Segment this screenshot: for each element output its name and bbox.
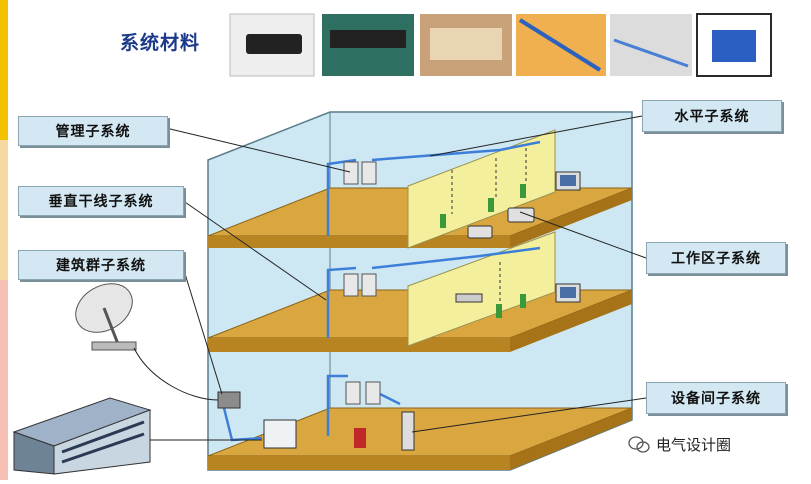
leader-line-vertical xyxy=(181,199,327,301)
phone-icon xyxy=(507,207,535,223)
leader-line-campus xyxy=(181,263,223,395)
thumb-wiring-block-body xyxy=(430,28,502,60)
watermark: 电气设计圈 xyxy=(628,434,731,455)
distribution-frame-icon xyxy=(365,381,381,405)
outlet-icon xyxy=(520,294,526,308)
label-horizontal-subsystem: 水平子系统 xyxy=(642,100,782,132)
server-cabinet-icon xyxy=(263,419,297,449)
floor-3-edge xyxy=(208,236,510,248)
floor-1-side xyxy=(510,408,632,470)
accent-bar-red xyxy=(0,280,8,480)
material-thumbnails xyxy=(229,13,772,77)
satellite-dish-icon xyxy=(75,283,137,351)
floor-2-side xyxy=(510,290,632,352)
outlet-icon xyxy=(520,184,526,198)
watermark-text: 电气设计圈 xyxy=(656,436,732,454)
thumb-fiber-line xyxy=(518,18,602,72)
distribution-frame-icon xyxy=(343,273,359,297)
thumb-module-body xyxy=(712,30,756,62)
riser-cable-3 xyxy=(326,158,357,236)
distribution-frame-icon xyxy=(361,273,377,297)
horizontal-cable-3 xyxy=(371,140,541,162)
floor-2-edge xyxy=(208,338,510,352)
monitor-screen xyxy=(560,175,576,186)
building xyxy=(207,111,633,471)
dashed-links xyxy=(451,148,527,304)
label-equipment-room-subsystem: 设备间子系统 xyxy=(646,382,786,414)
dish-base xyxy=(91,341,137,351)
leader-line-horizontal xyxy=(429,115,643,157)
riser-cable-1 xyxy=(326,374,348,436)
riser-cable-2 xyxy=(326,266,357,338)
leader-line-equipment xyxy=(411,397,647,433)
distribution-frame-icon xyxy=(343,161,359,185)
link-dish-building xyxy=(133,347,219,401)
dish-arm xyxy=(102,307,120,345)
wechat-icon xyxy=(628,435,650,453)
horizontal-cable-2 xyxy=(371,246,541,270)
label-work-area-subsystem: 工作区子系统 xyxy=(646,242,786,274)
window-row xyxy=(61,420,145,454)
wall-floor-2 xyxy=(407,231,556,347)
monitor-screen xyxy=(560,287,576,298)
distribution-frame-icon xyxy=(361,161,377,185)
leader-line-work-area xyxy=(519,211,647,259)
label-vertical-subsystem: 垂直干线子系统 xyxy=(18,186,184,216)
camera-icon xyxy=(455,293,483,303)
outlet-icon xyxy=(488,198,494,212)
thumb-patch-panel-body xyxy=(246,34,302,54)
accent-bar-yellow xyxy=(0,0,8,140)
accent-bar-light xyxy=(0,140,8,280)
leader-line-management xyxy=(165,127,351,173)
window-row xyxy=(61,432,145,464)
distribution-frame-icon xyxy=(345,381,361,405)
page-title: 系统材料 xyxy=(120,32,201,54)
office-windows xyxy=(61,420,145,464)
outlet-icon xyxy=(440,214,446,228)
office-building-icon xyxy=(12,397,152,475)
floor-1-edge xyxy=(208,456,510,470)
rack-icon xyxy=(401,411,415,451)
thumb-rack-panel-body xyxy=(330,30,406,48)
label-management-subsystem: 管理子系统 xyxy=(18,116,168,146)
phone-icon xyxy=(467,225,493,239)
thumb-twisted-line xyxy=(613,38,689,68)
floor-3-side xyxy=(510,188,632,248)
leader-lines xyxy=(133,115,647,441)
label-campus-subsystem: 建筑群子系统 xyxy=(18,250,184,280)
extinguisher-icon xyxy=(354,428,366,448)
outlet-icon xyxy=(496,304,502,318)
entrance-box-icon xyxy=(217,391,241,409)
thumb-twisted-cable xyxy=(610,14,692,76)
